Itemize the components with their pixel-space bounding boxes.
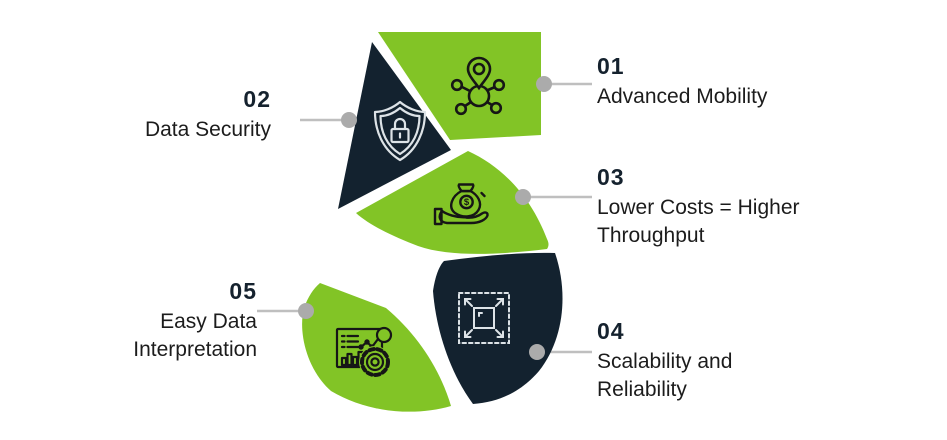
money-bag-hand-icon: $ bbox=[433, 183, 489, 226]
shield-lock-icon bbox=[373, 100, 427, 162]
connector-dots bbox=[298, 76, 552, 360]
item-05-label: Easy Data Interpretation bbox=[133, 310, 257, 361]
expand-arrows-icon bbox=[458, 292, 510, 344]
item-05-label-block: 05 Easy Data Interpretation bbox=[97, 278, 257, 364]
connector-dot-01 bbox=[536, 76, 552, 92]
item-03-label: Lower Costs = Higher Throughput bbox=[597, 196, 800, 247]
connector-dot-02 bbox=[341, 112, 357, 128]
item-04-label-block: 04 Scalability and Reliability bbox=[597, 318, 783, 404]
connector-dot-05 bbox=[298, 303, 314, 319]
item-04-label: Scalability and Reliability bbox=[597, 350, 733, 401]
item-04-number: 04 bbox=[597, 318, 625, 344]
connector-lines bbox=[257, 82, 592, 354]
segment-04-shape bbox=[433, 252, 563, 404]
item-03-label-block: 03 Lower Costs = Higher Throughput bbox=[597, 164, 835, 250]
svg-text:$: $ bbox=[464, 197, 470, 208]
item-01-label: Advanced Mobility bbox=[597, 85, 768, 108]
connector-dot-04 bbox=[529, 344, 545, 360]
item-03-number: 03 bbox=[597, 164, 625, 190]
item-05-number: 05 bbox=[229, 278, 257, 304]
connector-dot-03 bbox=[515, 189, 531, 205]
item-02-label: Data Security bbox=[144, 118, 271, 141]
item-02-label-block: 02 Data Security bbox=[51, 86, 271, 144]
item-01-label-block: 01 Advanced Mobility bbox=[597, 53, 857, 111]
item-01-number: 01 bbox=[597, 53, 625, 79]
chart-gear-icon bbox=[335, 326, 393, 378]
item-02-number: 02 bbox=[243, 86, 271, 112]
location-network-icon bbox=[450, 56, 506, 116]
